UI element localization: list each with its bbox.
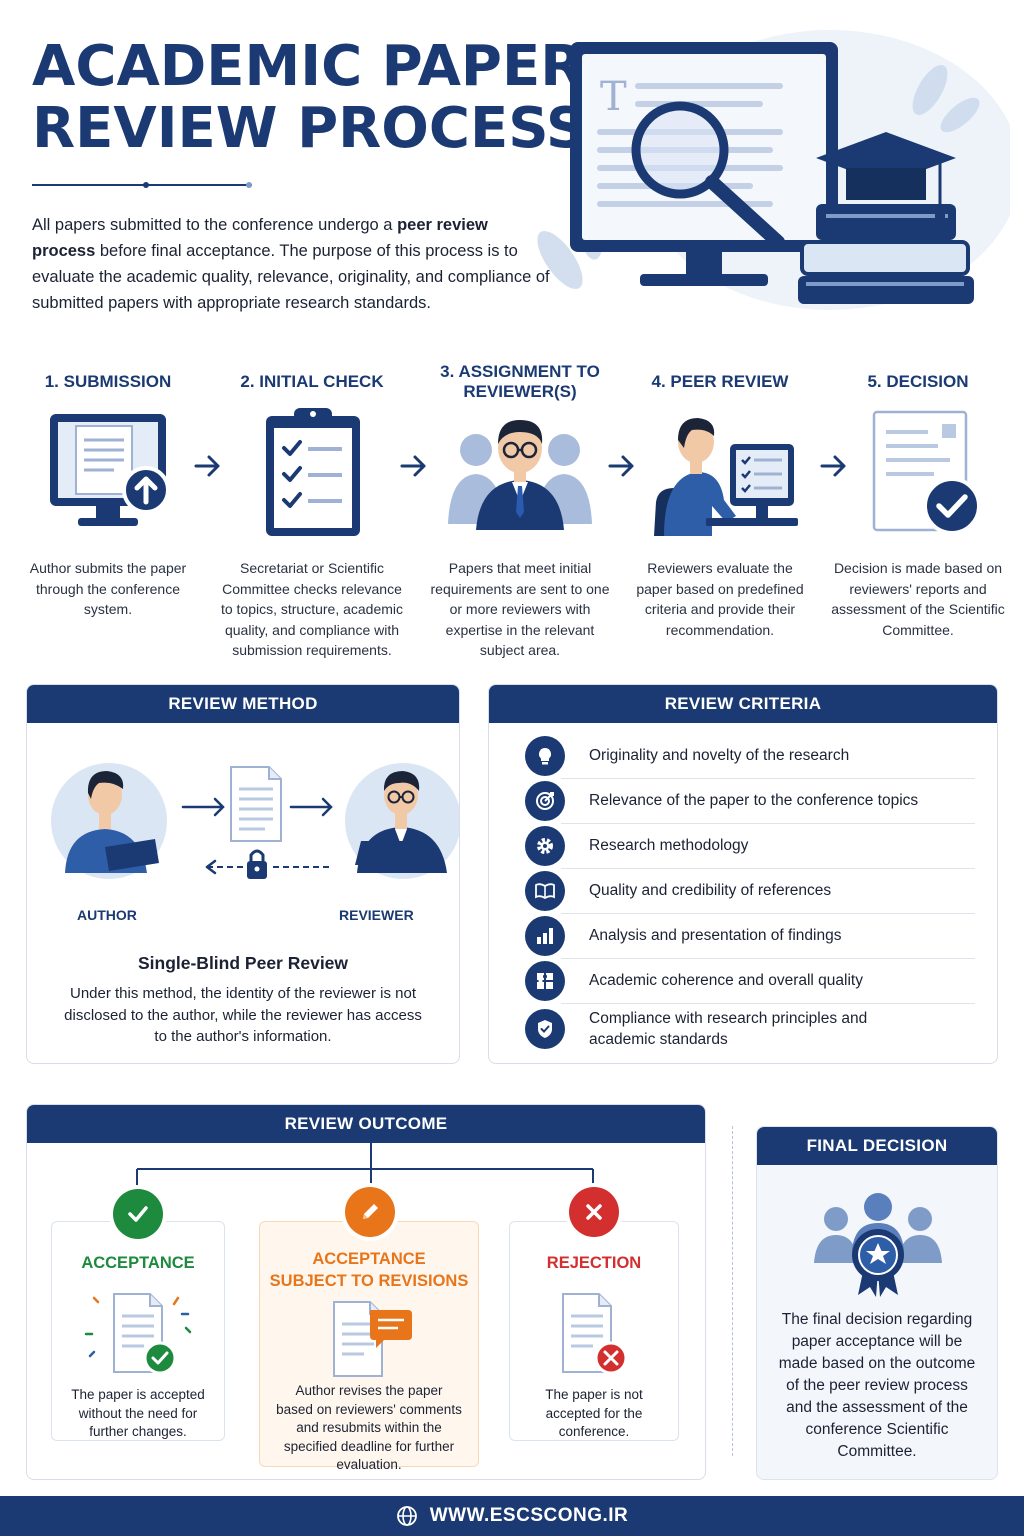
title-line-1: ACADEMIC PAPER [32,34,584,99]
list-item: Relevance of the paper to the conference… [525,778,975,823]
monitor-upload-icon [50,414,170,526]
outcome-revisions-card: ACCEPTANCE SUBJECT TO REVISIONS Author r… [259,1221,479,1472]
step-desc: Papers that meet initial requirements ar… [430,560,610,658]
step-title: 2. INITIAL CHECK [240,372,384,391]
final-decision-desc: The final decision regarding paper accep… [778,1311,976,1460]
step-desc: Author submits the paper through the con… [29,560,187,617]
step-desc: Decision is made based on reviewers' rep… [831,560,1005,638]
book-icon [525,870,565,911]
review-method-heading: REVIEW METHOD [27,685,459,723]
revisions-title: ACCEPTANCE SUBJECT TO REVISIONS [269,1250,469,1290]
review-outcome-panel: REVIEW OUTCOME ACCEPTANCE The paper is a… [26,1104,706,1480]
review-method-panel: REVIEW METHOD AUTHOR REVIEWER Single-Bli… [26,684,460,1064]
method-desc: Under this method, the identity of the r… [64,985,422,1045]
list-item: Academic coherence and overall quality [525,958,975,1003]
step-title: 1. SUBMISSION [44,372,172,391]
single-blind-diagram [51,763,459,879]
list-item: Analysis and presentation of findings [525,913,975,958]
review-outcome-heading: REVIEW OUTCOME [27,1105,705,1143]
outcome-rejection-card: REJECTION The paper is not accepted for … [509,1221,679,1441]
footer-bar: WWW.ESCSCONG.IR [0,1496,1024,1536]
monitor-magnifier-graduation-icon: T [537,30,1010,310]
document-accepted-icon [84,1293,192,1375]
arrow-right-icon [608,455,634,477]
intro-paragraph: All papers submitted to the conference u… [32,216,550,312]
step-desc: Secretariat or Scientific Committee chec… [220,560,404,658]
website-link[interactable]: WWW.ESCSCONG.IR [429,1505,629,1526]
title-underline [32,182,252,188]
list-item: Originality and novelty of the research [525,733,975,778]
reviewer-at-computer-icon [654,418,798,536]
rejection-title: REJECTION [546,1254,642,1272]
globe-icon [396,1506,417,1526]
target-icon [525,780,565,821]
step-assignment: 3. ASSIGNMENT TO REVIEWER(S) Papers that… [420,360,620,661]
step-title: 4. PEER REVIEW [651,372,789,391]
acceptance-desc: The paper is accepted without the need f… [71,1387,205,1439]
step-title: 3. ASSIGNMENT TO REVIEWER(S) [440,362,600,401]
reviewer-group-icon [448,420,592,530]
section-divider [732,1126,733,1456]
step-desc: Reviewers evaluate the paper based on pr… [636,560,804,638]
criteria-list: Originality and novelty of the research … [525,733,975,1055]
document-check-icon [872,410,981,535]
list-item: Compliance with research principles and … [525,1003,975,1055]
final-decision-panel: FINAL DECISION The final decision regard… [756,1126,998,1480]
pencil-icon [345,1187,395,1237]
svg-text:T: T [600,74,627,120]
close-icon [569,1187,619,1237]
arrow-right-icon [194,455,220,477]
step-submission: 1. SUBMISSION Author submits the paper t… [8,360,208,620]
method-title: Single-Blind Peer Review [137,953,349,973]
list-item: Quality and credibility of references [525,868,975,913]
gear-icon [525,825,565,866]
lightbulb-icon [525,735,565,776]
revisions-desc: Author revises the paper based on review… [276,1383,462,1472]
checkmark-icon [113,1189,163,1239]
acceptance-title: ACCEPTANCE [81,1254,195,1272]
puzzle-icon [525,960,565,1001]
reviewer-label: REVIEWER [339,907,414,923]
arrow-right-icon [400,455,426,477]
title-line-2: REVIEW PROCESS [32,96,587,161]
outcome-acceptance-card: ACCEPTANCE The paper is accepted without… [51,1221,225,1441]
review-criteria-heading: REVIEW CRITERIA [489,685,997,723]
document-comment-icon [333,1301,412,1377]
arrow-right-icon [820,455,846,477]
author-label: AUTHOR [77,907,137,923]
document-rejected-icon [562,1293,628,1375]
shield-check-icon [525,1009,565,1049]
bar-chart-icon [525,915,565,956]
list-item: Research methodology [525,823,975,868]
step-decision: 5. DECISION Decision is made based on re… [818,360,1018,640]
step-initial-check: 2. INITIAL CHECK Secretariat or Scientif… [212,360,412,661]
rejection-desc: The paper is not accepted for the confer… [545,1387,643,1439]
clipboard-checklist-icon [266,408,360,536]
final-decision-heading: FINAL DECISION [757,1127,997,1165]
committee-award-icon [814,1193,942,1297]
step-title: 5. DECISION [867,372,969,391]
review-criteria-panel: REVIEW CRITERIA Originality and novelty … [488,684,998,1064]
step-peer-review: 4. PEER REVIEW Reviewers evaluate the pa… [620,360,820,640]
page-title: ACADEMIC PAPER REVIEW PROCESS [32,34,587,161]
